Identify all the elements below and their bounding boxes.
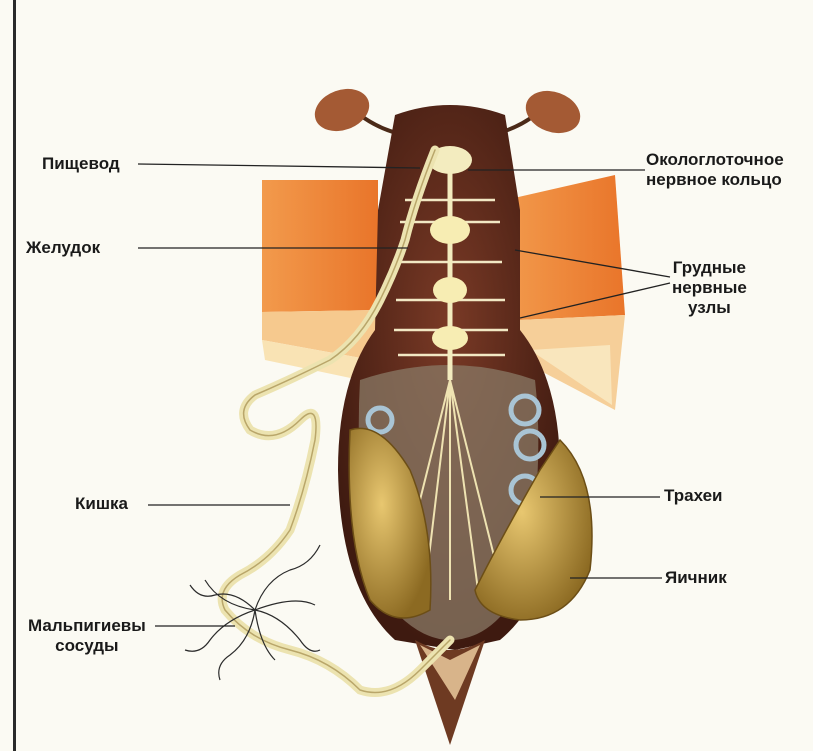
label-pharyngeal-ring: Окологлоточное нервное кольцо xyxy=(646,150,784,190)
label-intestine: Кишка xyxy=(75,494,128,514)
left-wing xyxy=(262,180,378,380)
label-tracheae: Трахеи xyxy=(664,486,723,506)
label-stomach: Желудок xyxy=(26,238,100,258)
label-thoracic-ganglia: Грудные нервные узлы xyxy=(672,258,747,318)
label-ovary: Яичник xyxy=(665,568,727,588)
label-malpighian-tubules: Мальпигиевы сосуды xyxy=(28,616,146,656)
label-esophagus: Пищевод xyxy=(42,154,120,174)
